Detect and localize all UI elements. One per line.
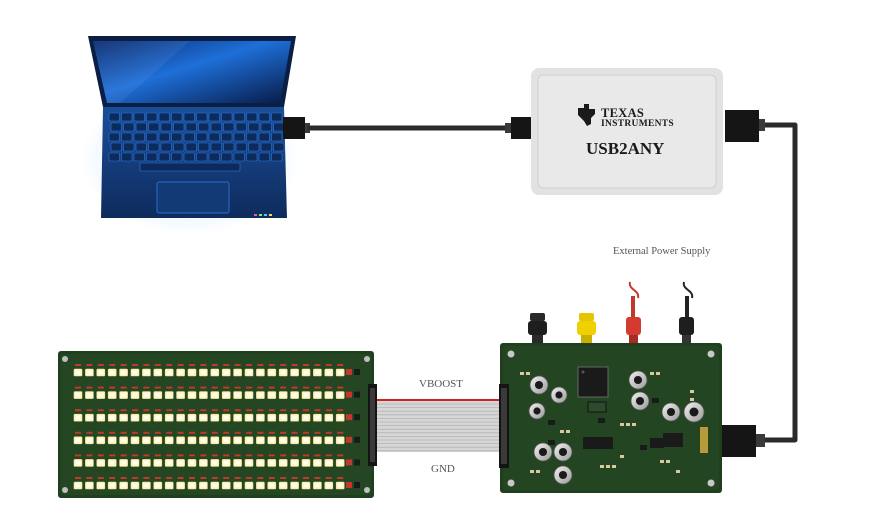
vboost-label: VBOOST xyxy=(419,378,464,390)
laptop-touchpad xyxy=(156,181,230,214)
interface-cable xyxy=(765,122,798,443)
usb2any-product-label: USB2ANY xyxy=(586,139,665,158)
led-array-board xyxy=(58,351,377,498)
gnd-label: GND xyxy=(431,463,455,475)
usb2any-adapter xyxy=(531,68,723,195)
led-board-connector xyxy=(368,384,377,466)
power-terminals xyxy=(528,281,694,345)
usb2any-brand-line2: Instruments xyxy=(601,119,674,129)
interface-plug-board xyxy=(716,425,765,457)
ti-logo-icon xyxy=(578,104,595,126)
laptop xyxy=(80,36,300,235)
usb-plug-usb2any-left xyxy=(505,117,531,139)
driver-ic xyxy=(583,437,613,449)
terminal-post-black xyxy=(528,313,547,345)
board-components xyxy=(520,372,694,473)
terminal-post-yellow xyxy=(577,313,596,345)
usb-plug-laptop xyxy=(283,117,310,139)
ribbon-cable xyxy=(377,399,503,452)
driver-board xyxy=(499,343,722,493)
capacitors xyxy=(528,370,705,485)
usb2any-brand-line1: Texas xyxy=(601,106,645,120)
led-grid xyxy=(73,364,360,490)
probe-red xyxy=(626,281,641,345)
usb-plug-usb2any-right xyxy=(725,110,765,142)
driver-board-header-right xyxy=(700,427,708,453)
laptop-keyboard xyxy=(108,112,285,172)
microcontroller-chip xyxy=(577,366,609,398)
power-supply-label: External Power Supply xyxy=(613,246,711,257)
probe-black xyxy=(679,281,694,345)
